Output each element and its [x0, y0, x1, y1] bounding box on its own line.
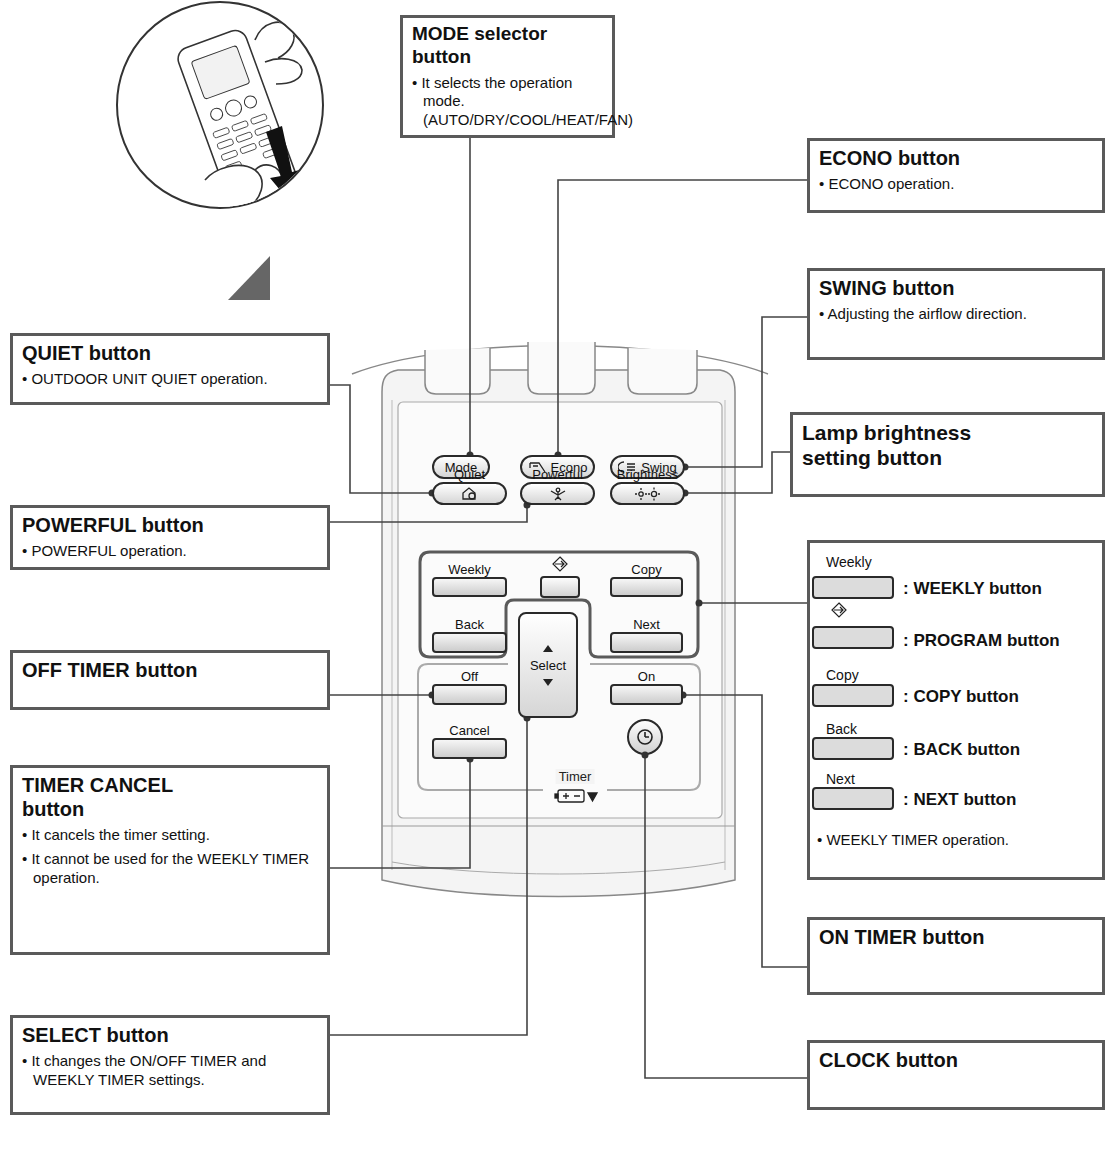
- callout-note: • It changes the ON/OFF TIMER and WEEKLY…: [22, 1052, 318, 1090]
- leader-line: [682, 452, 791, 497]
- callout-title: TIMER CANCEL button: [22, 773, 232, 821]
- button-label: Next: [633, 617, 660, 632]
- button-label: Back: [455, 617, 484, 632]
- button-label: On: [638, 669, 655, 684]
- leader-line: [330, 502, 531, 523]
- leader-path: [685, 452, 790, 493]
- leader-path: [330, 718, 527, 1035]
- leader-dot: [642, 752, 649, 759]
- legend-text: Weekly: [826, 554, 872, 570]
- callout-note: • It selects the operation mode. (AUTO/D…: [412, 74, 603, 130]
- leader-path: [469, 138, 471, 455]
- on-timer-button: On: [610, 684, 683, 705]
- weekly-legend-box: Weekly : WEEKLY button : PROGRAM buttonCop…: [807, 540, 1105, 880]
- group-label: Timer: [556, 769, 595, 784]
- clock-button: [628, 720, 662, 754]
- quiet-button: Quiet: [432, 482, 507, 505]
- callout-title: Lamp brightness setting button: [802, 420, 1017, 470]
- button-label: Weekly: [448, 562, 490, 577]
- callout-title: POWERFUL button: [22, 513, 318, 537]
- button-label: Cancel: [449, 723, 489, 738]
- brightness-button: Brightness: [610, 482, 685, 505]
- weekly-button: Weekly: [432, 577, 507, 597]
- copy-button: Copy: [610, 577, 683, 597]
- leader-path: [683, 695, 807, 967]
- callout-box: TIMER CANCEL button • It cancels the time…: [10, 765, 330, 955]
- callout-title: SWING button: [819, 276, 1093, 300]
- legend-text: : WEEKLY button: [903, 579, 1042, 599]
- leader-line: [330, 756, 474, 869]
- next-button: Next: [610, 632, 683, 653]
- hand-illustration: [117, 2, 323, 230]
- button-label: Brightness: [617, 467, 678, 482]
- callout-note: • Adjusting the airflow direction.: [819, 305, 1093, 324]
- callout-title: OFF TIMER button: [22, 658, 318, 682]
- legend-text: • WEEKLY TIMER operation.: [817, 831, 1009, 848]
- legend-text: : BACK button: [903, 740, 1020, 760]
- button-label: Off: [461, 669, 478, 684]
- leader-line: [555, 180, 808, 459]
- powerful-button: Powerful: [520, 482, 595, 505]
- leader-path: [330, 385, 432, 493]
- button-label: Select: [530, 658, 566, 673]
- leader-path: [330, 759, 470, 868]
- legend-text: : NEXT button: [903, 790, 1016, 810]
- callout-box: CLOCK button: [807, 1040, 1105, 1110]
- callout-note: • OUTDOOR UNIT QUIET operation.: [22, 370, 318, 389]
- legend-text: Back: [826, 721, 857, 737]
- legend-text: : PROGRAM button: [903, 631, 1060, 651]
- callout-box: MODE selector button • It selects the ope…: [400, 15, 615, 138]
- leader-path: [685, 317, 807, 467]
- callout-title: SELECT button: [22, 1023, 318, 1047]
- callout-box: ECONO button • ECONO operation.: [807, 138, 1105, 213]
- button-label: Copy: [631, 562, 661, 577]
- leader-path: [330, 694, 432, 696]
- down-arrow: [543, 679, 553, 686]
- remote-body: [352, 342, 768, 897]
- leader-line: [330, 715, 531, 1036]
- callout-title: ON TIMER button: [819, 925, 1093, 949]
- callout-title: MODE selector button: [412, 23, 603, 69]
- callout-box: POWERFUL button • POWERFUL operation.: [10, 505, 330, 570]
- callout-box: SELECT button • It changes the ON/OFF TIM…: [10, 1015, 330, 1115]
- legend-text: Next: [826, 771, 855, 787]
- select-button: Select: [518, 612, 578, 718]
- callout-box: OFF TIMER button: [10, 650, 330, 710]
- legend-text: : COPY button: [903, 687, 1019, 707]
- button-label: Quiet: [454, 467, 485, 482]
- callout-box: Lamp brightness setting button: [790, 412, 1105, 497]
- leader-line: [682, 317, 808, 471]
- leader-line: [680, 692, 808, 968]
- battery-icon: [555, 790, 597, 802]
- powerful-icon: [548, 487, 568, 501]
- program-button: [541, 557, 579, 597]
- leader-dot: [696, 600, 703, 607]
- callout-note: • It cancels the timer setting.: [22, 826, 318, 845]
- callout-title: CLOCK button: [819, 1048, 1093, 1072]
- button-label: Powerful: [532, 467, 583, 482]
- off-timer-button: Off: [432, 684, 507, 705]
- up-arrow: [543, 645, 553, 652]
- bright-icon: [634, 487, 662, 501]
- callout-note: • POWERFUL operation.: [22, 542, 318, 561]
- quiet-icon: [460, 487, 480, 501]
- pointer-triangle: [228, 256, 270, 300]
- callout-title: QUIET button: [22, 341, 318, 365]
- callout-box: SWING button • Adjusting the airflow dire…: [807, 268, 1105, 360]
- leader-line: [467, 138, 474, 459]
- legend-text: Copy: [826, 667, 859, 683]
- callout-box: ON TIMER button: [807, 917, 1105, 995]
- callout-note: • It cannot be used for the WEEKLY TIMER…: [22, 850, 318, 888]
- leader-path: [330, 505, 527, 522]
- cancel-button: Cancel: [432, 738, 507, 759]
- callout-note: • ECONO operation.: [819, 175, 1093, 194]
- callout-title: ECONO button: [819, 146, 1093, 170]
- leader-line: [330, 692, 436, 699]
- leader-line: [645, 603, 807, 1078]
- leader-line: [330, 385, 436, 497]
- back-button: Back: [432, 632, 507, 653]
- callout-box: QUIET button • OUTDOOR UNIT QUIET operati…: [10, 333, 330, 405]
